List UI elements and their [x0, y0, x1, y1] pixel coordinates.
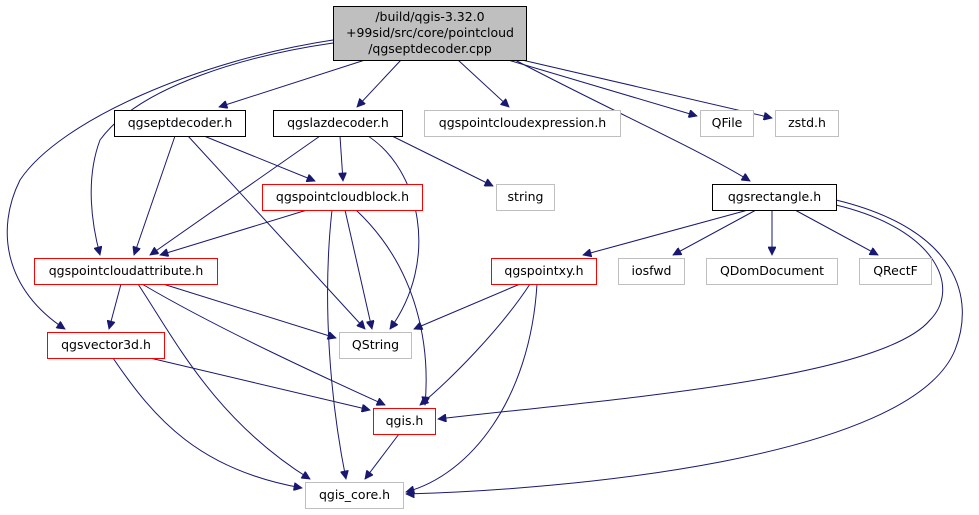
node-label: qgsvector3d.h [61, 337, 151, 352]
edge-root-to-qgspointcloudexpression-h [457, 59, 509, 107]
node-box [496, 184, 555, 211]
edge-qgspointcloudblock-h-to-qgis-core-h [327, 209, 346, 479]
node-box [305, 482, 404, 509]
node-box [114, 110, 246, 137]
edge-root-to-qfile [507, 59, 697, 116]
node-iosfwd[interactable]: iosfwd [618, 258, 685, 285]
edge-root-to-qgslazdecoder-h [357, 59, 402, 107]
edge-qgis-h-to-qgis-core-h [365, 433, 400, 479]
edges-layer [6, 39, 963, 494]
edge-qgspointcloudattribute-h-to-qgis-core-h [137, 283, 310, 479]
node-qgspointxy-h[interactable]: qgspointxy.h [491, 258, 597, 285]
node-label: string [508, 189, 544, 204]
node-label: qgspointxy.h [504, 263, 583, 278]
edge-qgslazdecoder-h-to-qgspointcloudattribute-h [150, 135, 321, 255]
node-qgslazdecoder-h[interactable]: qgslazdecoder.h [273, 110, 403, 137]
node-box [859, 258, 932, 285]
edge-qgsrectangle-h-to-qgis-core-h [406, 199, 963, 494]
node-box [339, 332, 412, 359]
node-label: QString [352, 337, 399, 352]
nodes-layer: /build/qgis-3.32.0+99sid/src/core/pointc… [34, 6, 932, 509]
node-label: +99sid/src/core/pointcloud [346, 25, 514, 40]
edge-root-to-qgsvector3d-h [6, 39, 334, 329]
node-label: qgspointcloudblock.h [276, 189, 409, 204]
edge-root-to-qgsrectangle-h [514, 59, 750, 181]
edge-qgsvector3d-h-to-qgis-h [149, 357, 370, 410]
edge-qgspointcloudattribute-h-to-qgsvector3d-h [109, 283, 122, 329]
node-box [373, 408, 436, 435]
node-qgsvector3d-h[interactable]: qgsvector3d.h [47, 332, 165, 359]
node-box [262, 184, 423, 211]
node-qfile[interactable]: QFile [700, 110, 754, 137]
node-box [712, 184, 837, 211]
node-box [700, 110, 754, 137]
node-box [424, 110, 621, 137]
node-label: zstd.h [788, 115, 826, 130]
node-box [775, 110, 839, 137]
edge-qgslazdecoder-h-to-qstring [367, 135, 420, 329]
node-box [47, 332, 165, 359]
node-root: /build/qgis-3.32.0+99sid/src/core/pointc… [333, 6, 527, 61]
node-label: iosfwd [632, 263, 672, 278]
edge-qgspointcloudblock-h-to-qstring [344, 209, 372, 329]
edge-qgspointcloudblock-h-to-qgis-h [355, 209, 426, 405]
node-label: QRectF [873, 263, 918, 278]
node-label: qgseptdecoder.h [128, 115, 233, 130]
node-qgsrectangle-h[interactable]: qgsrectangle.h [712, 184, 837, 211]
node-label: qgsrectangle.h [728, 189, 821, 204]
node-label: qgspointcloudexpression.h [439, 115, 606, 130]
node-qgspointcloudexpression-h[interactable]: qgspointcloudexpression.h [424, 110, 621, 137]
node-box [273, 110, 403, 137]
edge-qgspointxy-h-to-qstring [414, 283, 521, 329]
node-qgis-core-h[interactable]: qgis_core.h [305, 482, 404, 509]
edge-qgsrectangle-h-to-qgis-h [438, 204, 944, 419]
edge-qgsrectangle-h-to-qgspointxy-h [583, 209, 749, 255]
node-qstring[interactable]: QString [339, 332, 412, 359]
node-qdomdocument[interactable]: QDomDocument [706, 258, 838, 285]
edge-qgspointcloudblock-h-to-qgspointcloudattribute-h [160, 209, 308, 255]
node-label: QDomDocument [720, 263, 824, 278]
edge-qgseptdecoder-h-to-qgspointcloudattribute-h [134, 135, 176, 255]
edge-qgseptdecoder-h-to-qgspointcloudblock-h [203, 135, 315, 181]
node-label: QFile [712, 115, 743, 130]
node-box [706, 258, 838, 285]
edge-qgslazdecoder-h-to-qgspointcloudblock-h [340, 135, 343, 181]
node-string[interactable]: string [496, 184, 555, 211]
edge-qgspointxy-h-to-qgis-core-h [406, 283, 538, 492]
edge-qgspointcloudattribute-h-to-qgis-h [141, 283, 385, 405]
node-label: qgslazdecoder.h [287, 115, 389, 130]
edge-root-to-qgseptdecoder-h [219, 59, 366, 107]
node-label: qgspointcloudattribute.h [49, 263, 204, 278]
edge-root-to-qgspointcloudattribute-h [90, 42, 334, 255]
node-label: qgis_core.h [319, 487, 390, 502]
node-box [333, 6, 527, 61]
edge-qgsvector3d-h-to-qgis-core-h [112, 357, 302, 488]
edge-qgsrectangle-h-to-qrectf [794, 209, 878, 256]
edge-root-to-zstd-h [521, 59, 772, 118]
edge-qgsrectangle-h-to-iosfwd [673, 209, 757, 256]
node-qgspointcloudattribute-h[interactable]: qgspointcloudattribute.h [34, 258, 218, 285]
edge-qgspointcloudattribute-h-to-qstring [162, 283, 336, 338]
node-qgspointcloudblock-h[interactable]: qgspointcloudblock.h [262, 184, 423, 211]
node-box [34, 258, 218, 285]
node-qgis-h[interactable]: qgis.h [373, 408, 436, 435]
node-qrectf[interactable]: QRectF [859, 258, 932, 285]
edge-qgspointxy-h-to-qgis-h [420, 283, 531, 405]
node-qgseptdecoder-h[interactable]: qgseptdecoder.h [114, 110, 246, 137]
node-label: /build/qgis-3.32.0 [375, 9, 484, 24]
node-label: /qgseptdecoder.cpp [368, 41, 492, 56]
node-zstd-h[interactable]: zstd.h [775, 110, 839, 137]
edge-qgslazdecoder-h-to-string [391, 135, 493, 187]
edge-qgseptdecoder-h-to-qstring [187, 135, 365, 329]
node-box [618, 258, 685, 285]
node-box [491, 258, 597, 285]
node-label: qgis.h [386, 413, 424, 428]
